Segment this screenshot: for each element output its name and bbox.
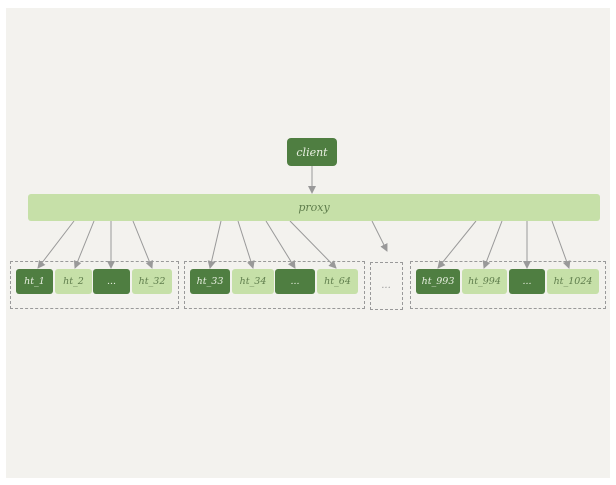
table-group-2	[184, 261, 365, 309]
arrow-proxy-to-ht-32	[132, 220, 154, 269]
arrow-proxy-to-ht-34	[237, 220, 255, 269]
table-node-group3-ellipsis: ...	[509, 269, 545, 294]
middle-ellipsis: ...	[381, 279, 391, 291]
table-node-ht-33: ht_33	[190, 269, 230, 294]
arrow-proxy-to-ht-64	[289, 220, 337, 269]
table-node-ht-994: ht_994	[462, 269, 507, 294]
arrow-proxy-to-group2-ellipsis	[265, 220, 296, 269]
arrow-proxy-to-ht-33	[207, 220, 222, 269]
arrow-proxy-to-ht-1024	[551, 220, 571, 269]
arrow-proxy-to-ht-993	[437, 220, 477, 269]
table-node-ht-34: ht_34	[232, 269, 274, 294]
proxy-node: proxy	[28, 194, 600, 221]
table-group-middle	[370, 262, 403, 310]
client-node: client	[287, 138, 337, 166]
table-node-ht-1: ht_1	[16, 269, 53, 294]
table-node-ht-2: ht_2	[55, 269, 92, 294]
diagram-canvas: client proxy ht_1 ht_2 ... ht_32 ht_33 h…	[6, 8, 610, 478]
table-node-ht-1024: ht_1024	[547, 269, 599, 294]
table-node-group2-ellipsis: ...	[275, 269, 315, 294]
table-node-group1-ellipsis: ...	[93, 269, 130, 294]
arrow-proxy-to-middle-ellipsis	[371, 220, 388, 252]
arrow-proxy-to-ht-1	[37, 220, 75, 269]
table-group-1	[10, 261, 179, 309]
table-node-ht-32: ht_32	[132, 269, 172, 294]
connector-arrows	[37, 166, 571, 269]
table-group-3	[410, 261, 606, 309]
arrow-proxy-to-ht-994	[482, 220, 503, 269]
arrow-proxy-to-ht-2	[73, 220, 95, 269]
table-node-ht-64: ht_64	[317, 269, 358, 294]
table-node-ht-993: ht_993	[416, 269, 460, 294]
